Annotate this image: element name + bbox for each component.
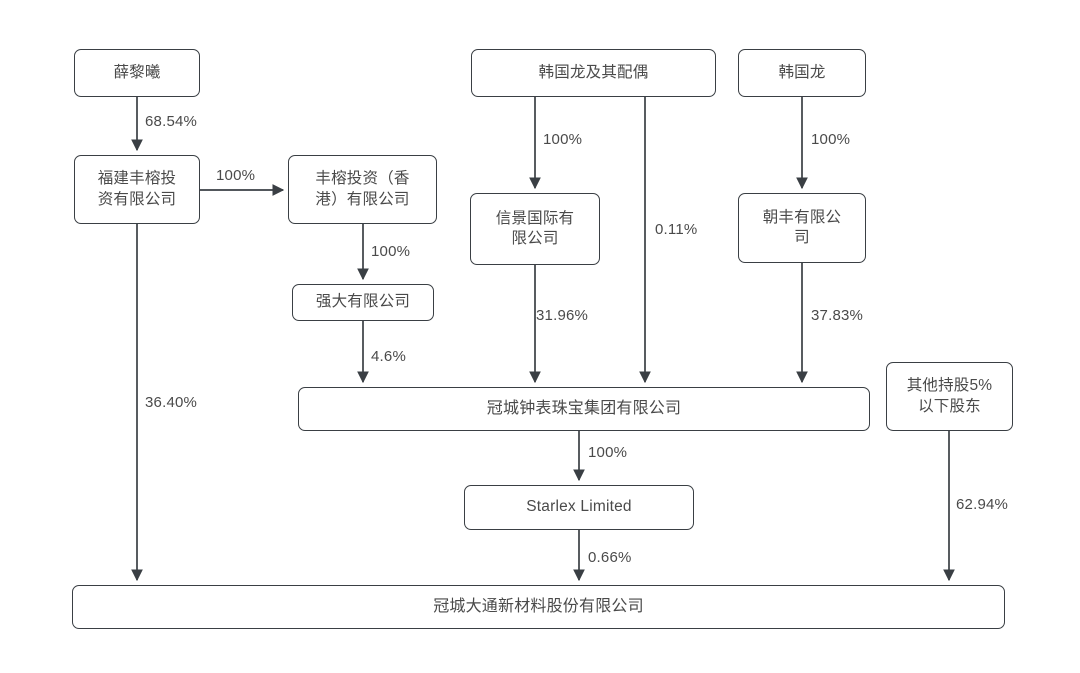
node-label: 强大有限公司: [315, 293, 411, 311]
node-label: 冠城钟表珠宝集团有限公司: [486, 400, 682, 418]
node-guancheng-datong-new-materials[interactable]: 冠城大通新材料股份有限公司: [72, 585, 1005, 629]
node-label: 薛黎曦: [113, 63, 161, 81]
edge-label-hanspouse-to-guancheng: 0.11%: [655, 221, 698, 238]
edge-label-frhk-to-qiangda: 100%: [371, 243, 411, 260]
edge-label-chaofeng-to-guancheng: 37.83%: [811, 307, 864, 324]
edge-label-fjfr-to-frhk: 100%: [216, 167, 256, 184]
node-label: 信景国际有 限公司: [495, 209, 575, 247]
edge-label-guancheng-to-starlex: 100%: [588, 444, 628, 461]
edge-label-hanspouse-to-xinjing: 100%: [543, 131, 583, 148]
node-xinjing-international[interactable]: 信景国际有 限公司: [470, 193, 600, 265]
node-label: 丰榕投资（香 港）有限公司: [315, 170, 410, 208]
node-chaofeng-limited[interactable]: 朝丰有限公 司: [738, 193, 866, 263]
node-label: 冠城大通新材料股份有限公司: [433, 598, 644, 616]
node-label: 福建丰榕投 资有限公司: [97, 170, 177, 208]
node-han-guolong-and-spouse[interactable]: 韩国龙及其配偶: [471, 49, 716, 97]
node-guancheng-watch-jewelry-group[interactable]: 冠城钟表珠宝集团有限公司: [298, 387, 870, 431]
edge-label-fjfr-to-gcdt: 36.40%: [145, 394, 198, 411]
node-fengrong-investment-hk[interactable]: 丰榕投资（香 港）有限公司: [288, 155, 437, 224]
node-han-guolong[interactable]: 韩国龙: [738, 49, 866, 97]
edge-label-qiangda-to-guancheng: 4.6%: [371, 348, 406, 365]
node-label: Starlex Limited: [526, 498, 632, 516]
node-label: 韩国龙: [778, 63, 826, 81]
node-qiangda-limited[interactable]: 强大有限公司: [292, 284, 434, 321]
edge-label-others-to-gcdt: 62.94%: [956, 496, 1009, 513]
node-label: 朝丰有限公 司: [762, 208, 842, 246]
edge-label-xue-to-fjfr: 68.54%: [145, 113, 198, 130]
node-other-shareholders-below-5pct[interactable]: 其他持股5% 以下股东: [886, 362, 1013, 431]
edge-label-han-to-chaofeng: 100%: [811, 131, 851, 148]
node-label: 其他持股5% 以下股东: [906, 377, 993, 415]
node-fujian-fengrong-investment[interactable]: 福建丰榕投 资有限公司: [74, 155, 200, 224]
edge-label-starlex-to-gcdt: 0.66%: [588, 549, 632, 566]
node-starlex-limited[interactable]: Starlex Limited: [464, 485, 694, 530]
node-label: 韩国龙及其配偶: [538, 63, 649, 81]
node-xue-lixi[interactable]: 薛黎曦: [74, 49, 200, 97]
edge-label-xinjing-to-guancheng: 31.96%: [536, 307, 589, 324]
